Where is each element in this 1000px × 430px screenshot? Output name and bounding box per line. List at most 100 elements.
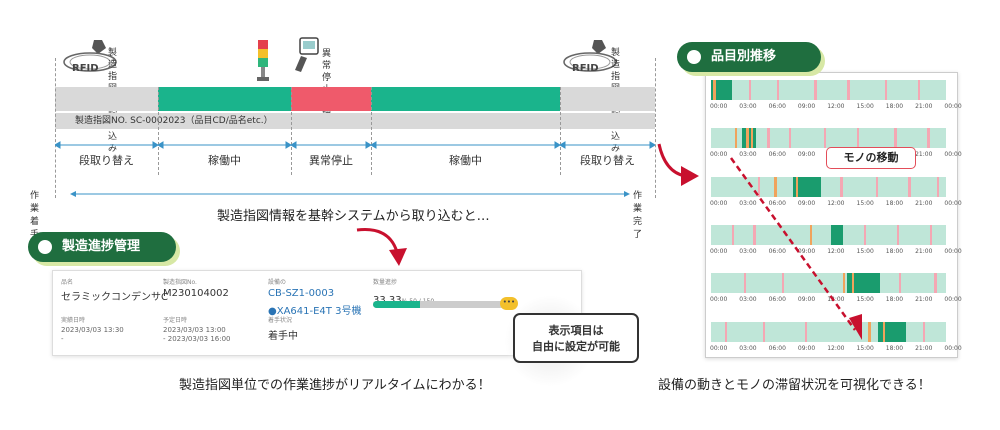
time-tick-label: 00:00 <box>710 296 728 303</box>
phase-label-setup-1: 段取り替え <box>79 154 134 167</box>
qty-progress-bar <box>373 301 513 308</box>
rfid-text-right: RFID <box>572 63 599 74</box>
time-tick-label: 00:00 <box>944 200 962 207</box>
gantt-block <box>877 322 907 342</box>
actual-date-label: 実績日時 <box>61 317 86 324</box>
gantt-block <box>882 322 885 342</box>
gantt-block <box>711 80 733 100</box>
gantt-block <box>852 273 855 293</box>
time-tick-label: 00:00 <box>710 103 728 110</box>
gantt-block <box>762 322 766 342</box>
gantt-row <box>711 225 946 245</box>
gantt-block <box>884 80 888 100</box>
gantt-block <box>899 273 902 293</box>
time-tick-label: 00:00 <box>710 200 728 207</box>
gantt-block <box>929 225 932 245</box>
time-tick-label: 00:00 <box>944 103 962 110</box>
time-tick-label: 21:00 <box>915 103 933 110</box>
more-options-icon[interactable]: ••• <box>500 297 518 310</box>
gantt-block <box>847 80 850 100</box>
divider <box>291 87 292 175</box>
time-tick-label: 00:00 <box>710 151 728 158</box>
time-tick-label: 15:00 <box>856 200 874 207</box>
time-tick-label: 12:00 <box>827 248 845 255</box>
gantt-row <box>711 177 946 197</box>
gantt-block <box>734 128 737 148</box>
time-tick-label: 12:00 <box>827 345 845 352</box>
goods-movement-callout: モノの移動 <box>826 147 916 169</box>
gantt-block <box>809 225 813 245</box>
progress-card: 品名 セラミックコンデンサC 製造指図No. M230104002 設備の CB… <box>52 270 582 356</box>
qty-percent: 33.33 <box>373 295 402 306</box>
gantt-row <box>711 322 946 342</box>
time-tick-label: 15:00 <box>856 345 874 352</box>
time-tick-label: 03:00 <box>739 103 757 110</box>
gantt-block <box>746 128 749 148</box>
time-tick-label: 03:00 <box>739 151 757 158</box>
gantt-block <box>917 80 921 100</box>
time-tick-label: 03:00 <box>739 200 757 207</box>
time-tick-label: 09:00 <box>797 151 816 158</box>
gantt-block <box>894 128 897 148</box>
gantt-block <box>743 273 747 293</box>
actual-date-value-2: - <box>61 335 64 343</box>
rfid-text-left: RFID <box>72 63 99 74</box>
time-tick-label: 00:00 <box>944 296 962 303</box>
divider <box>55 58 56 198</box>
gantt-block <box>863 225 867 245</box>
gantt-block <box>823 128 827 148</box>
time-tick-label: 00:00 <box>944 345 962 352</box>
gantt-block <box>856 128 860 148</box>
segment-setup-2 <box>560 87 655 111</box>
rfid-icon-right <box>563 40 617 72</box>
time-tick-label: 12:00 <box>827 200 845 207</box>
lead-text-visualize: 設備の動きとモノの滞留状況を可視化できる！ <box>658 378 931 393</box>
equipment-code[interactable]: CB-SZ1-0003 <box>268 288 335 299</box>
divider <box>560 87 561 175</box>
segment-stop <box>291 87 371 111</box>
gantt-block <box>868 322 871 342</box>
time-tick-label: 06:00 <box>768 248 786 255</box>
item-name-label: 品名 <box>61 279 74 286</box>
gantt-block <box>732 225 735 245</box>
gantt-block <box>748 80 751 100</box>
equipment-label: 設備の <box>268 279 287 286</box>
progress-badge-label: 製造進捗管理 <box>62 239 141 254</box>
equipment-machine[interactable]: ●XA641-E4T 3号機 <box>268 306 362 317</box>
phase-label-stop: 異常停止 <box>309 154 353 167</box>
time-tick-label: 18:00 <box>885 296 904 303</box>
plan-date-label: 予定日時 <box>163 317 188 324</box>
lead-text-progress: 製造指図単位での作業進捗がリアルタイムにわかる！ <box>179 378 491 393</box>
divider <box>371 87 372 175</box>
gantt-block <box>788 128 791 148</box>
qty-progress-fill <box>373 301 420 308</box>
gantt-block <box>927 128 930 148</box>
gantt-block <box>896 225 899 245</box>
badge-dot-icon <box>687 50 701 64</box>
bubble-line1: 表示項目は <box>548 324 604 337</box>
gantt-block <box>936 177 939 197</box>
actual-date-value: 2023/03/03 13:30 <box>61 326 124 334</box>
gantt-block <box>795 177 798 197</box>
gantt-row <box>711 128 946 148</box>
gantt-block <box>758 177 761 197</box>
segment-running-1 <box>158 87 291 111</box>
gantt-block <box>830 225 843 245</box>
segment-setup-1 <box>55 87 158 111</box>
gantt-row <box>711 80 946 100</box>
time-tick-label: 00:00 <box>710 345 728 352</box>
time-tick-label: 12:00 <box>827 296 845 303</box>
gantt-block <box>767 128 770 148</box>
flow-arrow-down <box>356 227 407 266</box>
gantt-row <box>711 273 946 293</box>
time-tick-label: 15:00 <box>856 248 874 255</box>
gantt-block <box>805 322 808 342</box>
time-tick-label: 06:00 <box>768 151 786 158</box>
time-tick-label: 18:00 <box>885 103 904 110</box>
phase-arrows <box>55 141 655 149</box>
time-tick-label: 09:00 <box>797 103 816 110</box>
gantt-block <box>774 177 777 197</box>
